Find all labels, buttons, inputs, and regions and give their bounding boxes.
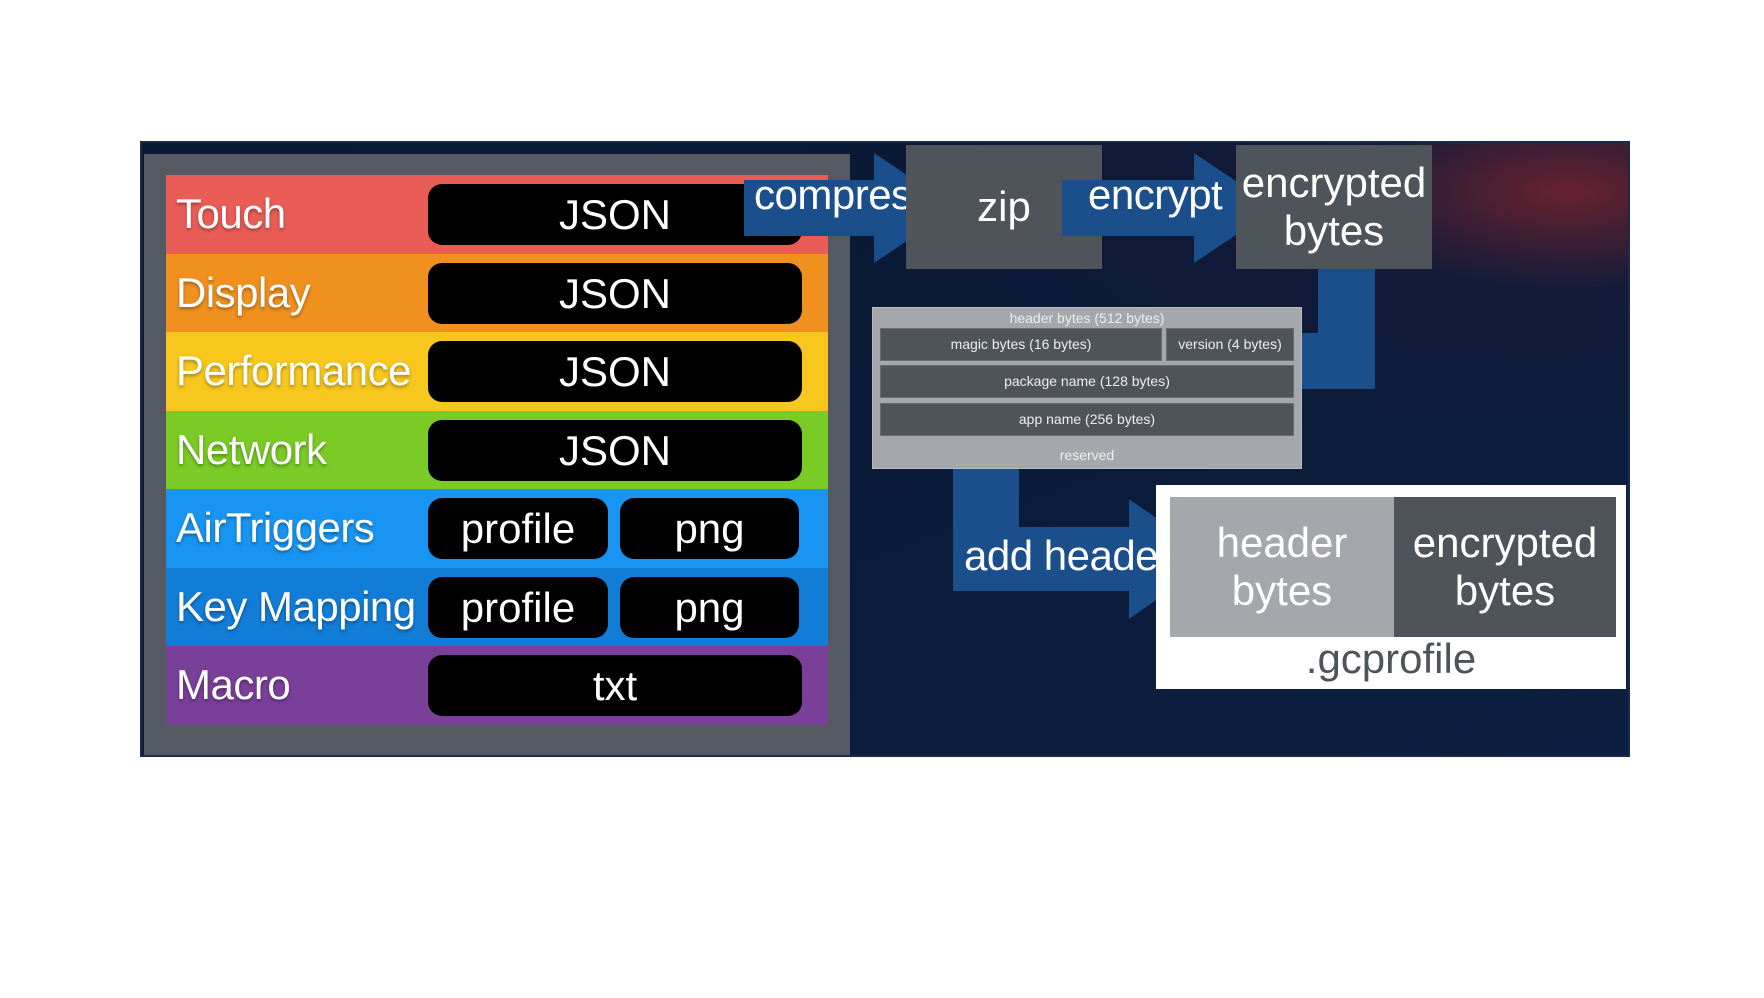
gcprofile-caption: .gcprofile [1305,635,1477,682]
component-row: Macro txt [166,646,828,725]
header-bytes-block: header bytes [1170,497,1394,637]
encrypted-bytes-line1: encrypted [1241,159,1427,206]
component-row: Network JSON [166,410,828,489]
header-bytes-table: header bytes (512 bytes) magic bytes (16… [872,307,1302,469]
header-bytes-title: header bytes (512 bytes) [1009,310,1165,326]
package-name-cell: package name (128 bytes) [880,365,1294,398]
encrypted-bytes-line2: bytes [1283,207,1385,254]
result-encrypted-line1: encrypted [1412,519,1598,566]
component-label: Network [176,425,327,473]
format-pill: profile [428,498,608,559]
component-label: Key Mapping [176,582,416,630]
component-row: Touch JSON [166,175,828,254]
encrypted-bytes-block: encrypted bytes [1394,497,1616,637]
component-label: Display [176,268,311,316]
app-name-cell: app name (256 bytes) [880,403,1294,436]
format-pill: JSON [428,184,802,245]
result-encrypted-line2: bytes [1454,567,1556,614]
compress-arrow [744,153,956,263]
format-pill: png [620,576,799,638]
format-pill: png [620,498,799,559]
component-label: Performance [176,347,411,394]
format-pill: JSON [428,341,802,402]
component-label: Touch [176,190,286,237]
add-header-label: add header [964,532,1172,579]
gcprofile-result: header bytes encrypted bytes .gcprofile [1156,485,1626,689]
component-label: AirTriggers [176,504,375,551]
add-header-arrow [953,499,1215,619]
format-pill: JSON [428,419,802,481]
header-bytes-line2: bytes [1231,567,1333,614]
format-pill: JSON [428,262,802,324]
encrypt-arrow [1062,153,1276,263]
version-cell: version (4 bytes) [1166,328,1294,361]
reserved-label: reserved [1059,447,1115,463]
component-row: Display JSON [166,253,828,332]
component-label: Macro [176,661,291,708]
compress-label: compress [754,171,933,218]
component-row: Performance JSON [166,332,828,411]
format-pill: profile [428,576,608,638]
header-bytes-line1: header [1216,519,1348,566]
format-pill: txt [428,655,802,716]
zip-label: zip [977,183,1031,230]
magic-bytes-cell: magic bytes (16 bytes) [880,328,1162,361]
encrypted-bytes-box: encrypted bytes [1236,145,1432,269]
encrypt-label: encrypt [1088,171,1223,218]
